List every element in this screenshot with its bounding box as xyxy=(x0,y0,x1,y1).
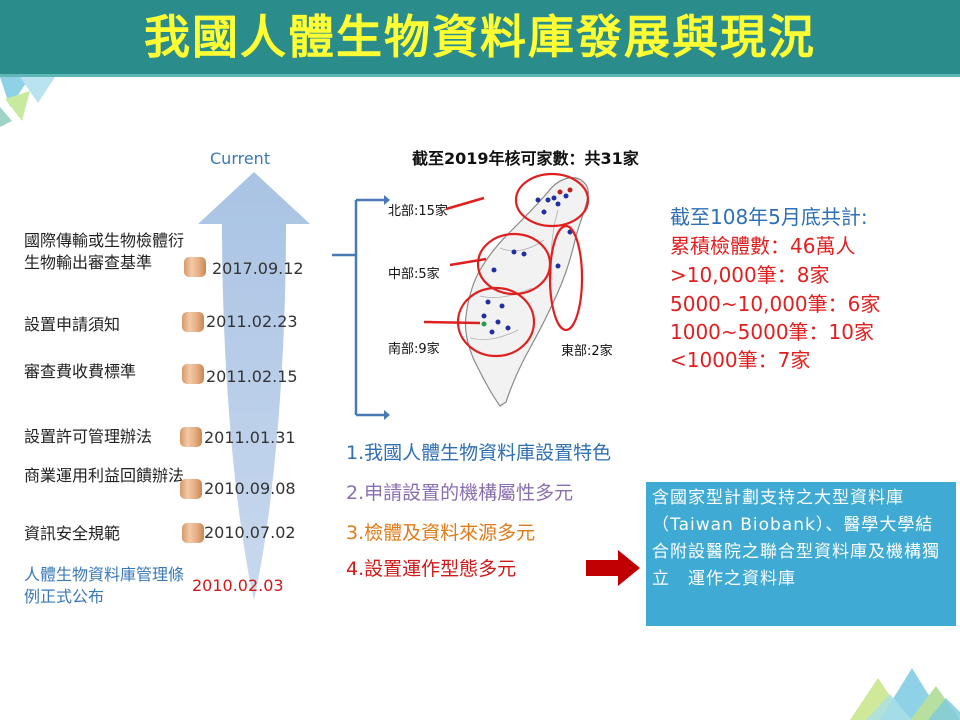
milestone-marker-icon xyxy=(182,523,204,543)
timeline-date-6: 2010.07.02 xyxy=(204,523,296,542)
info-box: 含國家型計劃支持之大型資料庫（Taiwan Biobank）、醫學大學結合附設醫… xyxy=(646,482,956,626)
current-label: Current xyxy=(210,149,271,168)
page-title: 我國人體生物資料庫發展與現況 xyxy=(144,10,816,64)
right-arrow-icon xyxy=(586,550,640,586)
map-title: 截至2019年核可家數：共31家 xyxy=(412,149,639,168)
milestone-marker-icon xyxy=(180,479,202,499)
milestone-marker-icon xyxy=(182,312,204,332)
corner-triangles-top-icon xyxy=(0,77,55,127)
timeline-arrow xyxy=(198,172,310,600)
feature-item-1: 1.我國人體生物資料庫設置特色 xyxy=(346,442,612,464)
feature-item-4: 4.設置運作型態多元 xyxy=(346,558,517,580)
feature-item-3: 3.檢體及資料來源多元 xyxy=(346,522,536,544)
timeline-label-4: 設置許可管理辦法 xyxy=(24,427,153,446)
timeline-label-5: 商業運用利益回饋辦法 xyxy=(24,466,185,485)
title-bar-divider xyxy=(0,74,960,77)
timeline-origin-label: 人體生物資料庫管理條例正式公布 xyxy=(24,565,185,606)
taiwan-map xyxy=(456,172,590,407)
stats-heading: 截至108年5月底共計: xyxy=(670,205,868,229)
timeline-date-4: 2011.01.31 xyxy=(204,428,296,447)
region-pointer-lines xyxy=(445,196,487,267)
region-pointer-line-south xyxy=(424,320,481,325)
stats-line-4: 1000~5000筆：10家 xyxy=(670,320,875,344)
region-label-north: 北部:15家 xyxy=(388,204,448,219)
timeline-label-6: 資訊安全規範 xyxy=(24,524,121,543)
stats-line-3: 5000~10,000筆：6家 xyxy=(670,292,881,316)
timeline-date-1: 2017.09.12 xyxy=(212,259,304,278)
milestone-marker-icon xyxy=(182,364,204,384)
title-bar xyxy=(0,0,960,76)
timeline-label-2: 設置申請須知 xyxy=(24,315,121,334)
timeline-date-5: 2010.09.08 xyxy=(204,479,296,498)
region-label-south: 南部:9家 xyxy=(388,342,440,357)
timeline-origin-date: 2010.02.03 xyxy=(192,576,284,595)
corner-triangles-bottom-icon xyxy=(850,668,960,720)
timeline-label-1: 國際傳輸或生物檢體衍生物輸出審查基準 xyxy=(24,231,185,272)
bracket-connector xyxy=(332,195,390,420)
region-label-east: 東部:2家 xyxy=(561,344,613,359)
feature-item-2: 2.申請設置的機構屬性多元 xyxy=(346,482,574,504)
region-label-central: 中部:5家 xyxy=(388,267,440,282)
timeline-date-2: 2011.02.23 xyxy=(206,312,298,331)
milestone-marker-icon xyxy=(184,257,206,277)
stats-line-5: <1000筆：7家 xyxy=(670,348,811,372)
stats-line-2: >10,000筆：8家 xyxy=(670,263,830,287)
timeline-label-3: 審查費收費標準 xyxy=(24,362,137,381)
milestone-marker-icon xyxy=(180,427,202,447)
timeline-date-3: 2011.02.15 xyxy=(206,367,298,386)
stats-line-1: 累積檢體數：46萬人 xyxy=(670,234,856,258)
